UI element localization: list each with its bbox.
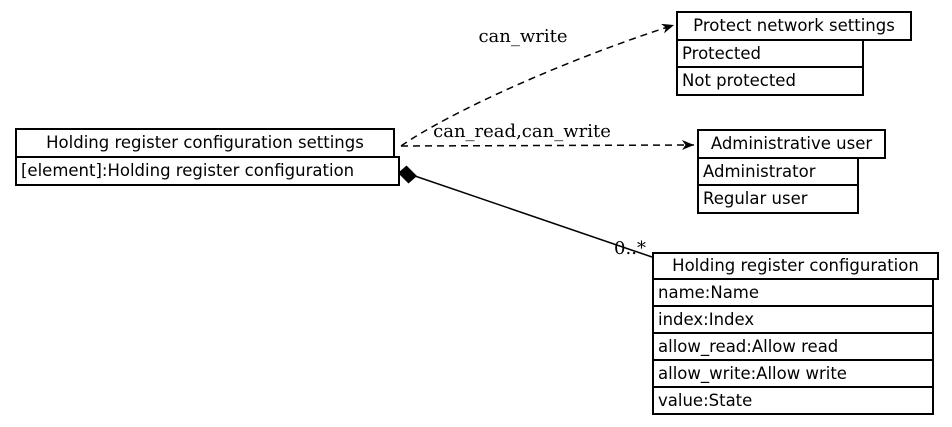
edge-label-can-write: can_write (478, 26, 568, 47)
node-attribute-row: [element]:Holding register configuration (15, 156, 400, 186)
node-title: Administrative user (697, 129, 886, 159)
node-enum-row: Regular user (697, 184, 859, 214)
node-enum-row: Not protected (676, 66, 864, 96)
node-title: Protect network settings (676, 11, 912, 41)
composition-diamond-icon (398, 165, 417, 184)
node-enum-row: Protected (676, 39, 864, 68)
node-attribute-row: value:State (652, 386, 934, 415)
multiplicity-label: 0..* (614, 238, 646, 259)
dependency-edge-can-read-can-write (400, 140, 695, 151)
node-enum-row: Administrator (697, 157, 859, 186)
node-attribute-row: index:Index (652, 305, 934, 334)
node-attribute-row: name:Name (652, 278, 934, 307)
edge-label-can-read-can-write: can_read,can_write (433, 121, 611, 142)
node-attribute-row: allow_write:Allow write (652, 359, 934, 388)
node-title: Holding register configuration settings (15, 128, 395, 158)
node-attribute-row: allow_read:Allow read (652, 332, 934, 361)
node-title: Holding register configuration (652, 252, 939, 280)
